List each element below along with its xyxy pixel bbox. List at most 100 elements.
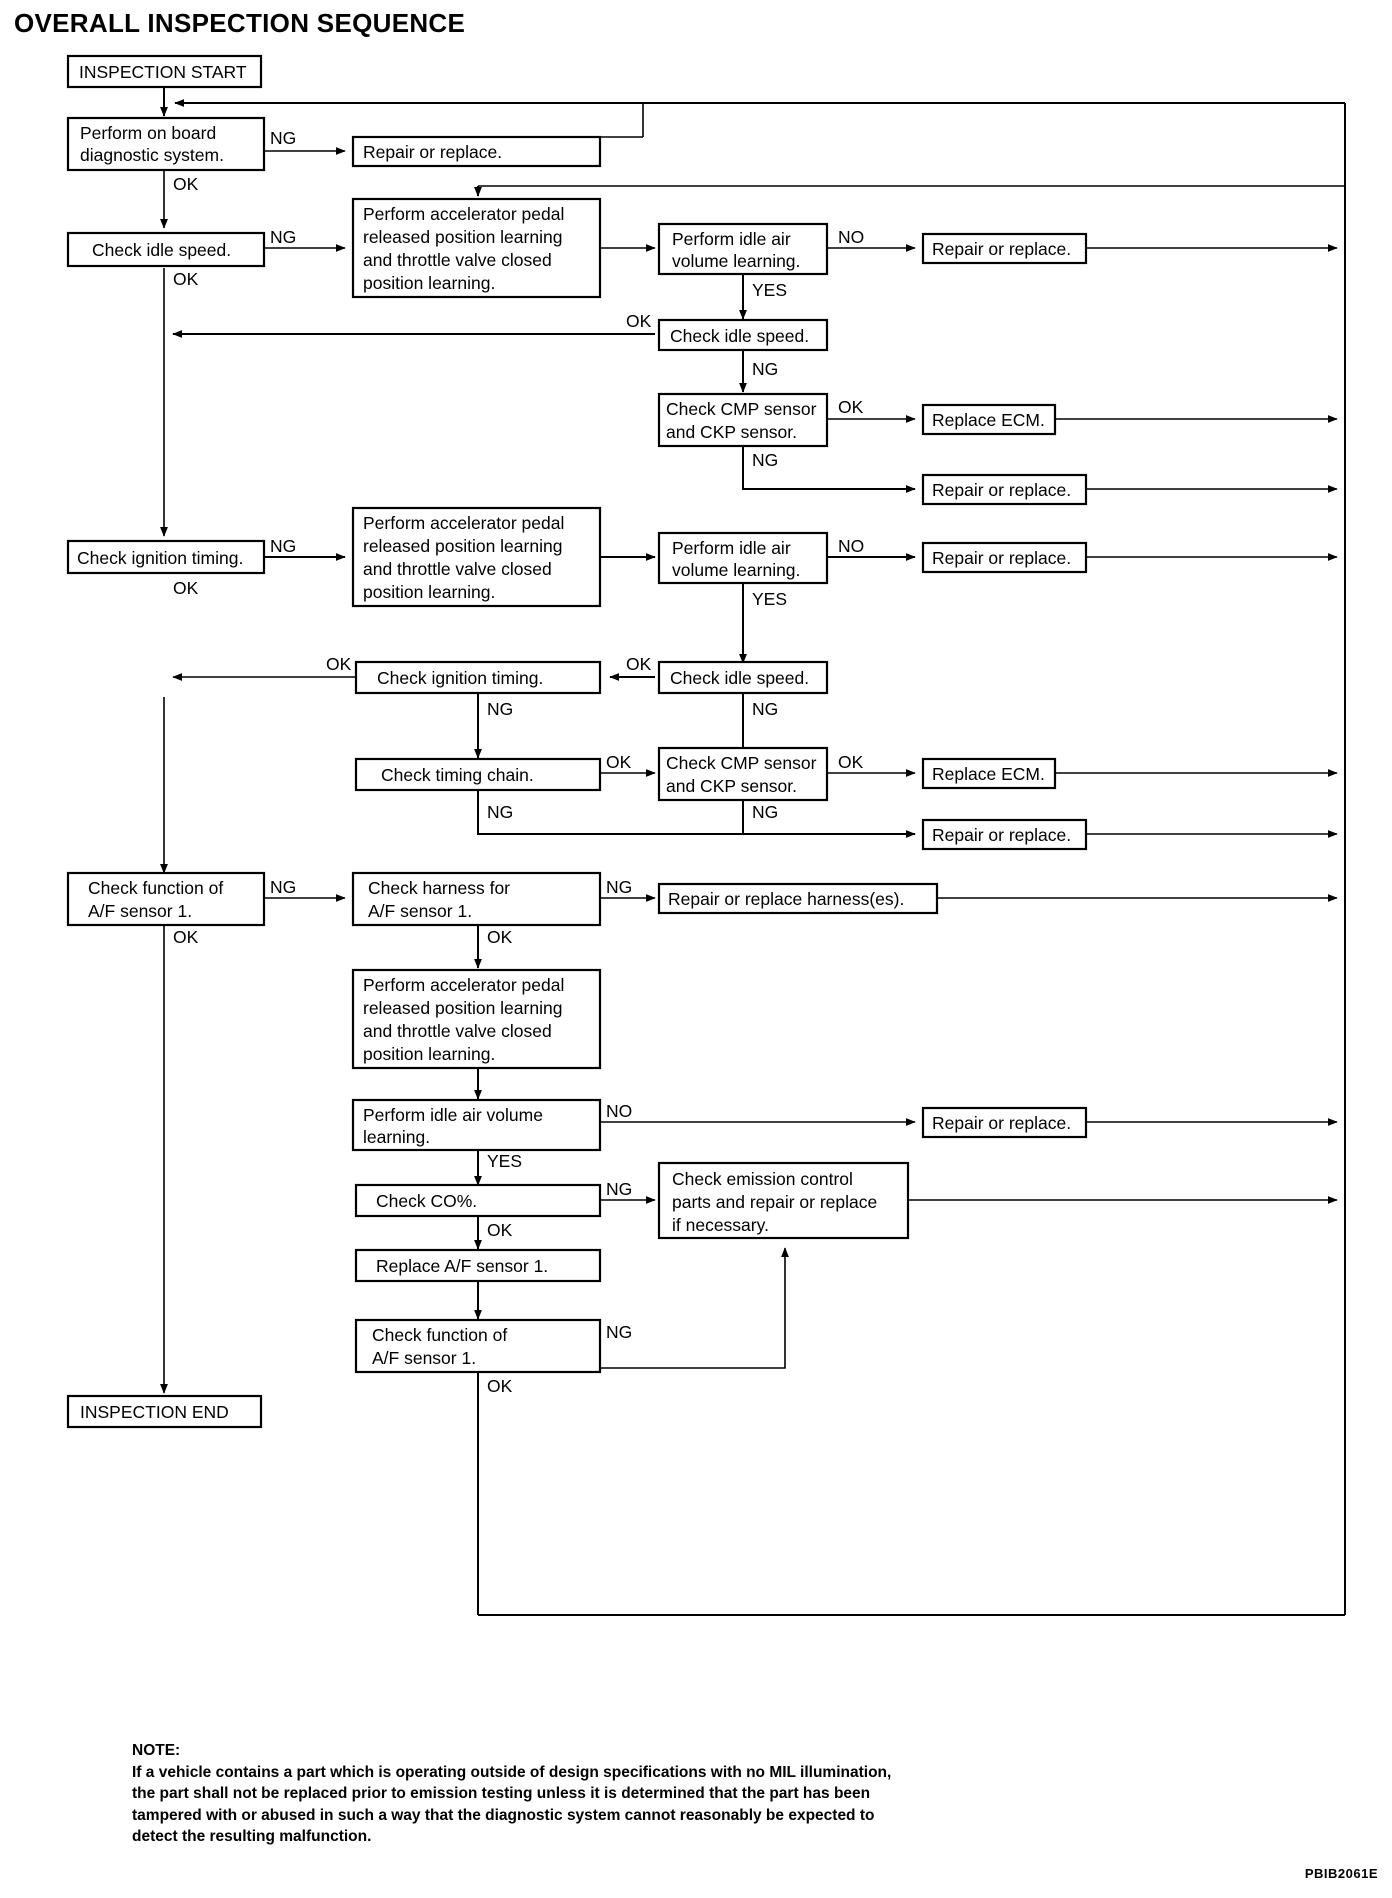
node-check-function-af-sensor-2[interactable]: Check function of A/F sensor 1. [354,1318,602,1374]
node-label: and CKP sensor. [666,422,797,442]
node-label: Check idle speed. [670,326,809,346]
node-check-emission-control-parts[interactable]: Check emission control parts and repair … [657,1161,910,1240]
edge-label-ok: OK [173,927,199,947]
node-label: A/F sensor 1. [372,1348,476,1368]
node-pedal-throttle-learning-2[interactable]: Perform accelerator pedal released posit… [351,506,602,608]
node-label: INSPECTION END [80,1402,229,1422]
page-title: OVERALL INSPECTION SEQUENCE [14,8,466,38]
node-label: INSPECTION START [79,62,247,82]
node-idle-air-volume-learning-3[interactable]: Perform idle air volume learning. [351,1098,602,1152]
node-label: Perform on board [80,123,216,143]
edge-n18-ng [477,789,916,838]
node-label: position learning. [363,1044,495,1064]
edge-label-ng: NG [270,227,296,247]
node-label: if necessary. [672,1215,769,1235]
node-check-idle-speed-3[interactable]: Check idle speed. [657,660,829,695]
node-label: released position learning [363,227,562,247]
edge-n09-ng [742,446,916,493]
edge-label-ng: NG [752,802,778,822]
node-label: Perform idle air volume [363,1105,543,1125]
node-check-ignition-timing-2[interactable]: Check ignition timing. [354,660,602,695]
edge-n31-ng [600,1247,789,1369]
note-line-2: the part shall not be replaced prior to … [132,1785,871,1802]
node-label: Check emission control [672,1169,853,1189]
node-check-function-af-sensor-1[interactable]: Check function of A/F sensor 1. [66,871,266,927]
node-check-cmp-ckp-2[interactable]: Check CMP sensor and CKP sensor. [657,746,829,802]
node-replace-af-sensor-1[interactable]: Replace A/F sensor 1. [354,1248,602,1283]
edge-label-ng: NG [752,450,778,470]
node-label: Perform idle air [672,538,791,558]
node-check-idle-speed-2[interactable]: Check idle speed. [657,318,829,352]
note-line-1: If a vehicle contains a part which is op… [132,1763,892,1781]
node-label: Check CO%. [376,1191,477,1211]
edge-label-ng: NG [752,359,778,379]
node-label: Repair or replace. [932,1113,1071,1133]
node-perform-obd[interactable]: Perform on board diagnostic system. [66,116,266,172]
node-label: Check ignition timing. [77,548,243,568]
node-label: Check CMP sensor [666,399,817,419]
edge-label-ng: NG [606,877,632,897]
node-repair-or-replace-3[interactable]: Repair or replace. [921,473,1088,506]
edge-label-ng: NG [487,699,513,719]
edge-label-ok: OK [173,269,199,289]
node-check-idle-speed-1[interactable]: Check idle speed. [66,231,266,268]
node-label: Replace ECM. [932,410,1045,430]
node-pedal-throttle-learning-1[interactable]: Perform accelerator pedal released posit… [351,197,602,299]
node-label: A/F sensor 1. [368,901,472,921]
node-idle-air-volume-learning-2[interactable]: Perform idle air volume learning. [657,531,829,585]
node-inspection-end[interactable]: INSPECTION END [66,1394,263,1429]
node-label: Repair or replace. [932,480,1071,500]
node-inspection-start[interactable]: INSPECTION START [66,54,263,89]
node-label: and throttle valve closed [363,1021,552,1041]
edge-label-ok: OK [487,1376,513,1396]
edge-label-ok: OK [173,174,199,194]
node-label: diagnostic system. [80,145,224,165]
node-label: Check ignition timing. [377,668,543,688]
edge-label-ok: OK [838,752,864,772]
edge-label-ng: NG [270,877,296,897]
node-repair-or-replace-6[interactable]: Repair or replace. [921,1106,1088,1139]
node-repair-or-replace-5[interactable]: Repair or replace. [921,818,1088,851]
edge-label-ng: NG [752,699,778,719]
edge-label-ok: OK [626,654,652,674]
node-label: Repair or replace. [932,548,1071,568]
node-check-ignition-timing-1[interactable]: Check ignition timing. [66,539,266,575]
node-repair-replace-harness[interactable]: Repair or replace harness(es). [657,882,939,915]
connector-layer [160,86,1346,1616]
edge-label-no: NO [606,1101,632,1121]
node-check-co-percent[interactable]: Check CO%. [354,1183,602,1218]
node-label: Repair or replace. [932,825,1071,845]
edge-label-no: NO [838,536,864,556]
node-label: Check timing chain. [381,765,534,785]
edge-label-ng: NG [270,536,296,556]
node-repair-or-replace-4[interactable]: Repair or replace. [921,541,1088,574]
node-label: A/F sensor 1. [88,901,192,921]
edge-label-ng: NG [487,802,513,822]
edge-label-ok: OK [173,578,199,598]
node-label: Check harness for [368,878,510,898]
node-check-cmp-ckp-1[interactable]: Check CMP sensor and CKP sensor. [657,392,829,448]
node-pedal-throttle-learning-3[interactable]: Perform accelerator pedal released posit… [351,968,602,1070]
node-check-timing-chain[interactable]: Check timing chain. [354,757,602,792]
node-replace-ecm-1[interactable]: Replace ECM. [921,403,1057,436]
node-label: position learning. [363,582,495,602]
edge-label-no: NO [838,227,864,247]
edge-label-yes: YES [487,1151,522,1171]
node-label: volume learning. [672,251,800,271]
figure-code: PBIB2061E [1304,1866,1378,1881]
node-label: Repair or replace. [363,142,502,162]
note-line-3: tampered with or abused in such a way th… [132,1806,875,1824]
node-check-harness-af-sensor-1[interactable]: Check harness for A/F sensor 1. [351,871,602,927]
node-label: Check idle speed. [670,668,809,688]
note-line-4: detect the resulting malfunction. [132,1828,372,1845]
edge-label-ok: OK [487,927,513,947]
node-label: Perform accelerator pedal [363,975,564,995]
node-idle-air-volume-learning-1[interactable]: Perform idle air volume learning. [657,222,829,276]
edge-label-ok: OK [626,311,652,331]
node-label: Replace ECM. [932,764,1045,784]
node-label: and throttle valve closed [363,250,552,270]
edge-label-yes: YES [752,589,787,609]
node-repair-or-replace-2[interactable]: Repair or replace. [921,232,1088,265]
node-replace-ecm-2[interactable]: Replace ECM. [921,757,1057,790]
node-repair-or-replace-1[interactable]: Repair or replace. [351,135,602,168]
